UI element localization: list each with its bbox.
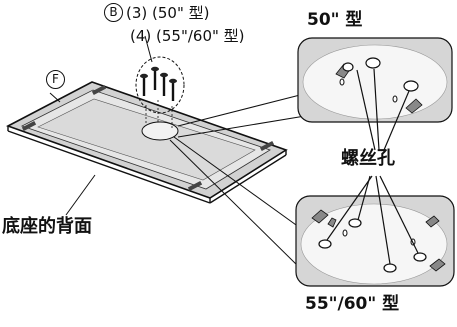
detail-callout-55-60 — [295, 175, 455, 287]
screw-group — [135, 35, 185, 130]
part-f-marker: F — [46, 70, 65, 89]
model-50-label: 50" 型 — [307, 10, 363, 30]
detail-callout-50 — [297, 37, 453, 151]
screws-55-60-label: (4) (55"/60" 型) — [130, 27, 245, 45]
part-b-marker: B — [104, 3, 123, 22]
screw-holes-label: 螺丝孔 — [341, 148, 395, 169]
leader-lines — [49, 92, 311, 269]
stand-base-plate — [6, 81, 288, 204]
base-back-label: 底座的背面 — [2, 216, 92, 237]
screws-50-label: (3) (50" 型) — [126, 4, 210, 22]
model-55-60-label: 55"/60" 型 — [305, 294, 400, 314]
